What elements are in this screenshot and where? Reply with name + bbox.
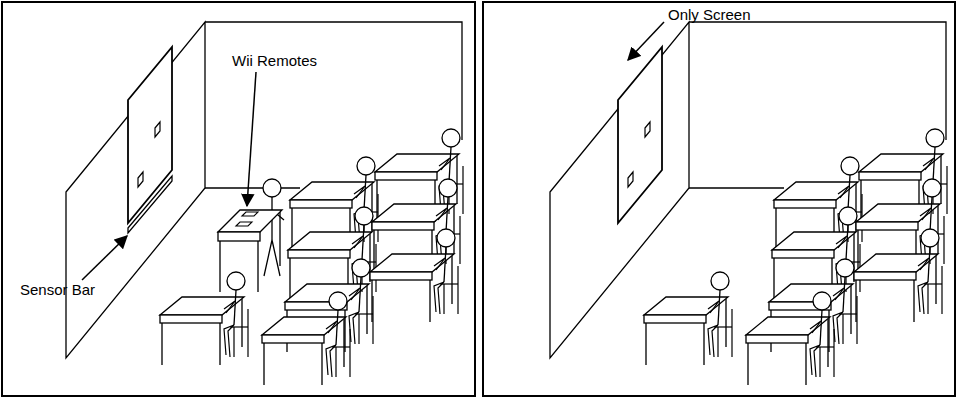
table-top: [218, 210, 282, 232]
right-panel: [550, 22, 947, 385]
leader-arrow: [82, 236, 127, 280]
panel-frame: [483, 2, 955, 396]
teacher-legs: [264, 240, 280, 276]
callout-label: Only Screen: [668, 6, 751, 24]
student-desk: [746, 292, 834, 385]
student-desk: [854, 229, 942, 322]
callout-label: Sensor Bar: [20, 281, 95, 299]
student-desk: [370, 229, 458, 322]
projection-screen: [128, 47, 172, 223]
student-desk: [160, 272, 248, 365]
left-panel: [66, 22, 463, 385]
wii-remote: [242, 212, 258, 216]
room: [550, 22, 946, 358]
student-desk: [262, 292, 350, 385]
panel-frame: [2, 2, 475, 396]
teacher-head: [263, 179, 281, 197]
wii-remote: [236, 222, 252, 226]
student-desk: [644, 272, 732, 365]
leader-arrow: [247, 72, 256, 206]
callout-label: Wii Remotes: [232, 52, 317, 70]
table-front: [218, 232, 260, 241]
room: [66, 22, 462, 358]
right-room: [550, 22, 947, 385]
sensor-bar: [128, 176, 172, 233]
projection-screen: [618, 47, 662, 223]
leader-arrow: [628, 22, 664, 60]
